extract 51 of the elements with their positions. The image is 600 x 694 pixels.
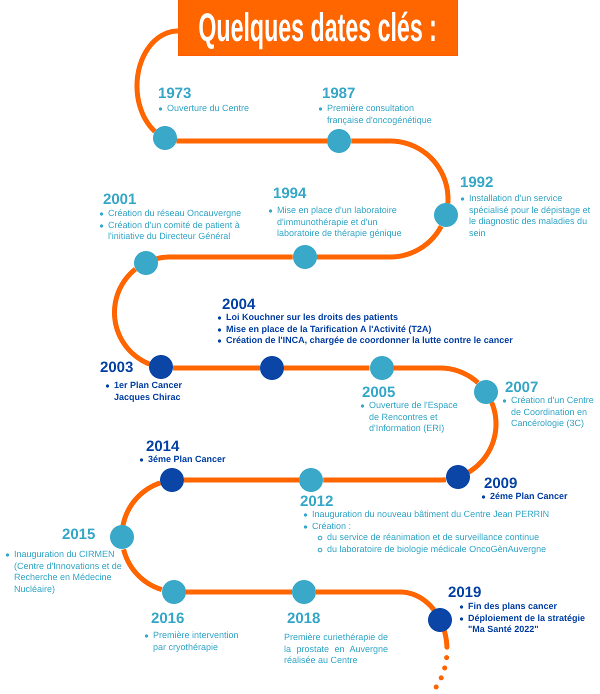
timeline-line (172, 366, 261, 370)
year-label: 2001 (103, 192, 136, 207)
title-banner (178, 0, 458, 56)
milestone-dot (292, 245, 317, 269)
milestone-dot (260, 356, 284, 380)
milestone-dot (149, 355, 174, 380)
timeline-line (350, 138, 450, 204)
year-label: 1987 (322, 86, 356, 101)
year-label: 2019 (448, 585, 482, 600)
timeline-line (156, 254, 294, 262)
milestone-dot (370, 356, 394, 380)
milestone-dot (299, 468, 324, 492)
year-label: 1994 (273, 186, 306, 201)
milestone-dot (152, 126, 177, 150)
timeline-line (121, 548, 163, 592)
timeline-line (120, 480, 162, 527)
milestone-dot (434, 203, 458, 228)
milestone-dot (292, 580, 316, 604)
year-label: 2016 (151, 611, 184, 626)
timeline-line (134, 28, 180, 134)
milestone-dot (446, 465, 470, 490)
event-text: Première curiethérapie de la prostate en Auvergne réalisée au Centre (284, 632, 388, 668)
timeline-line (112, 267, 151, 366)
timeline-line (316, 225, 444, 260)
year-label: 2004 (222, 297, 256, 312)
year-label: 2009 (484, 476, 518, 491)
year-label: 1973 (158, 86, 192, 101)
year-label: 2003 (100, 360, 134, 375)
title-text: Quelques dates clés : (198, 6, 438, 50)
timeline-line (392, 366, 480, 385)
year-label: 2014 (146, 439, 180, 454)
timeline-line (182, 478, 300, 482)
milestone-dot (162, 580, 186, 604)
timeline-line (174, 138, 328, 144)
timeline-line (467, 401, 498, 474)
milestone-dot (327, 129, 352, 153)
year-label: 2018 (287, 611, 320, 626)
milestone-dot (428, 608, 452, 632)
timeline-line (322, 477, 447, 482)
milestone-dot (110, 525, 134, 550)
timeline-line (283, 366, 370, 370)
year-label: 2015 (62, 527, 96, 542)
milestone-dot (474, 380, 498, 404)
year-label: 2007 (505, 380, 538, 395)
year-label: 1992 (460, 175, 494, 190)
timeline-line (184, 590, 293, 594)
timeline-line (315, 590, 436, 612)
year-label: 2012 (300, 494, 334, 509)
year-label: 2005 (362, 385, 396, 400)
milestone-dot (134, 250, 158, 275)
milestone-dot (160, 468, 184, 492)
